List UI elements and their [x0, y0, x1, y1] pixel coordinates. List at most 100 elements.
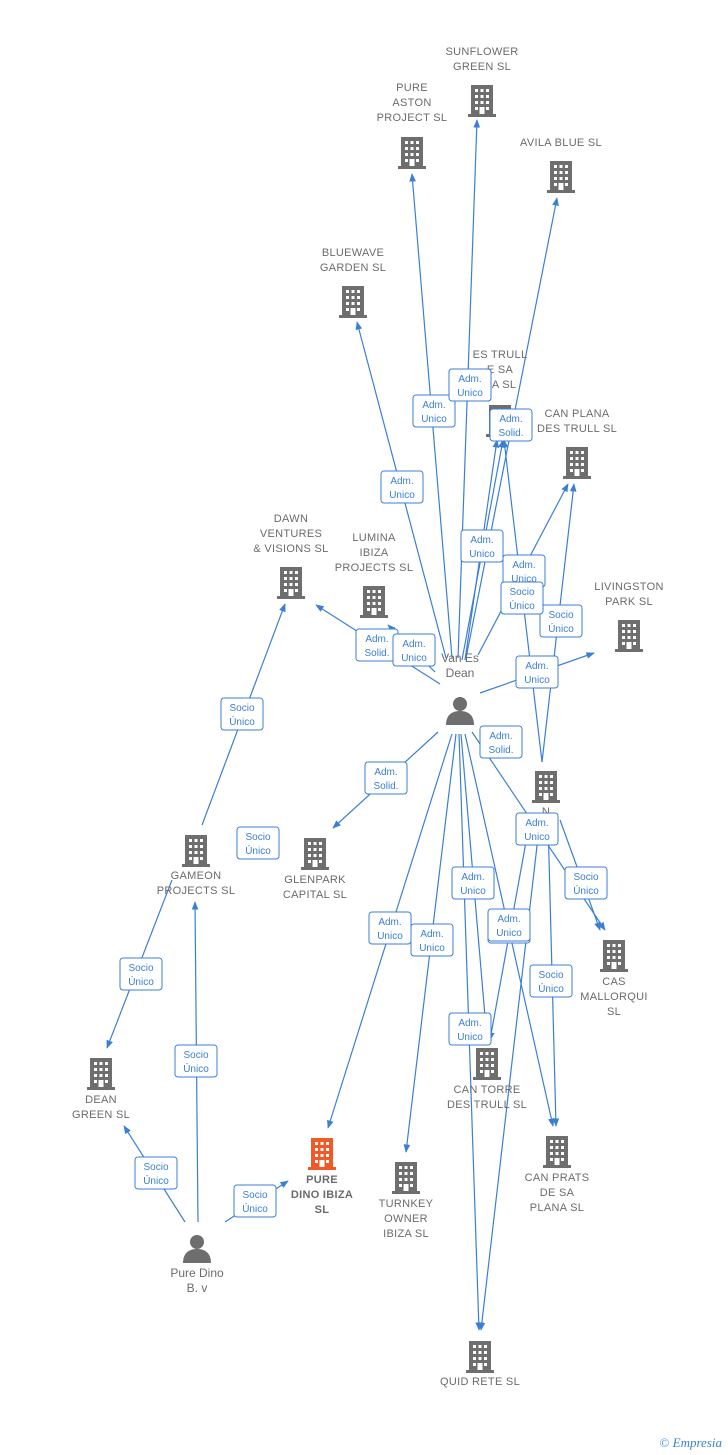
edge-label-text: Adm.: [374, 767, 397, 778]
building-icon: [398, 137, 426, 169]
edge-label-vanesdean-bluewave[interactable]: Adm.Unico: [380, 470, 424, 504]
node-label-line: TURNKEY: [379, 1198, 434, 1210]
edge-label-text: Socio: [538, 970, 563, 981]
edge-label-midco-quidrete[interactable]: Adm.Unico: [515, 812, 559, 846]
copyright-symbol: ©: [659, 1435, 670, 1450]
edge-label-vanesdean-cantorre[interactable]: Adm.Unico: [451, 866, 495, 900]
edge-label-text: Socio: [245, 832, 270, 843]
edge-label-text: Único: [548, 622, 574, 635]
brand-watermark: © Empresia: [660, 1435, 723, 1451]
node-label-line: CAPITAL SL: [283, 889, 347, 901]
node-avila[interactable]: AVILA BLUE SL: [520, 137, 602, 193]
building-icon: [468, 85, 496, 117]
edge-label-text: Adm.: [402, 639, 425, 650]
edge-label-text: Solid.: [498, 428, 523, 439]
edge-label-box: [134, 1156, 178, 1190]
building-icon: [308, 1138, 336, 1170]
edge-label-vanesdean-puredino[interactable]: Adm.Unico: [368, 911, 412, 945]
building-icon: [301, 838, 329, 870]
brand-name: Empresia: [672, 1435, 722, 1450]
edge-midco-quidrete[interactable]: [478, 819, 541, 1331]
edge-label-text: Unico: [457, 388, 483, 399]
node-sunflower[interactable]: SUNFLOWER GREEN SL: [446, 46, 519, 117]
node-label-line: Pure Dino: [170, 1266, 224, 1280]
edge-label-text: Unico: [460, 886, 486, 897]
edge-label-vanesdean-estrull[interactable]: Adm.Solid.: [489, 408, 533, 442]
edge-label-midco-cantorre[interactable]: Adm.Unico: [487, 908, 531, 942]
building-icon: [600, 940, 628, 972]
node-label-line: MALLORQUI: [580, 991, 648, 1003]
node-label-line: DAWN: [274, 513, 308, 525]
edge-label-vanesdean-estrull[interactable]: Adm.Unico: [460, 529, 504, 563]
node-label-line: PROJECTS SL: [335, 562, 414, 574]
node-label-line: NA SL: [484, 379, 517, 391]
node-label-line: CAN PLANA: [544, 408, 609, 420]
edge-label-box: [448, 1012, 492, 1046]
edge-label-vanesdean-avila[interactable]: Adm.Unico: [448, 368, 492, 402]
edge-label-text: Adm.: [525, 661, 548, 672]
node-label-line: Dean: [446, 666, 475, 680]
edge-label-text: Solid.: [488, 745, 513, 756]
node-label-line: DEAN: [85, 1094, 117, 1106]
edge-label-vanesdean-dawn[interactable]: Adm.Solid.: [355, 628, 399, 662]
edge-label-text: Único: [128, 975, 154, 988]
edge-label-text: Adm.: [378, 917, 401, 928]
edge-label-vanesdean-casmallorqui[interactable]: Adm.Solid.: [479, 725, 523, 759]
edge-label-text: Socio: [128, 963, 153, 974]
node-label-line: SL: [315, 1204, 330, 1216]
edge-label-text: Adm.: [458, 1018, 481, 1029]
node-label-line: E SA: [487, 364, 514, 376]
edge-label-vanesdean-quidrete[interactable]: Adm.Unico: [448, 1012, 492, 1046]
node-label-line: SUNFLOWER: [446, 46, 519, 58]
edge-label-vanesdean-glenpark[interactable]: Adm.Solid.: [364, 761, 408, 795]
edge-label-text: Socio: [229, 703, 254, 714]
building-icon: [392, 1162, 420, 1194]
edge-label-text: Único: [229, 715, 255, 728]
node-label-line: GREEN SL: [453, 61, 511, 73]
edge-label-box: [500, 581, 544, 615]
edge-label-vanesdean-lumina[interactable]: Adm.Unico: [392, 633, 436, 667]
building-icon: [563, 447, 591, 479]
edge-label-text: Único: [245, 844, 271, 857]
edge-label-vanesdean-livingston[interactable]: Adm. Unico: [515, 655, 559, 689]
edge-label-vanesdean-pureaston[interactable]: Adm.Unico: [412, 394, 456, 428]
node-label-line: VENTURES: [260, 528, 322, 540]
edge-label-text: Unico: [511, 574, 537, 585]
node-label-line: PURE: [396, 82, 428, 94]
edge-label-text: Unico: [524, 675, 550, 686]
node-label-line: IBIZA: [359, 547, 388, 559]
edge-label-text: Unico: [419, 943, 445, 954]
node-label-line: GARDEN SL: [320, 262, 386, 274]
node-label-line: CAS: [602, 976, 626, 988]
edge-label-vanesdean-turnkey[interactable]: Adm.Unico: [410, 923, 454, 957]
node-quidrete[interactable]: QUID RETE SL: [440, 1341, 520, 1388]
edge-label-text: Único: [509, 599, 535, 612]
